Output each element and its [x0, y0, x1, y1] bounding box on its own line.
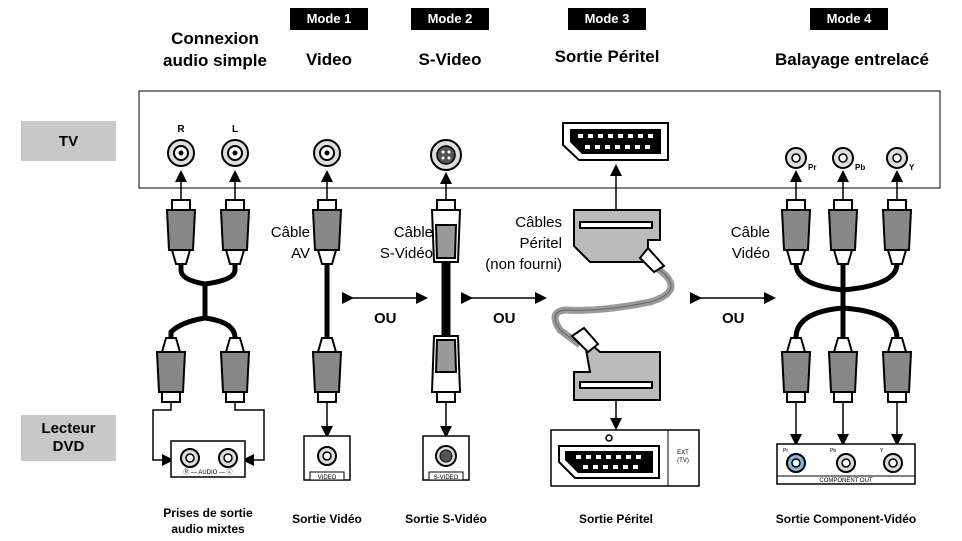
svideo-cable-label-2: S-Vidéo	[379, 245, 433, 262]
svideo-cable-label: Câble S-Vidéo	[358, 222, 433, 264]
mode-3-title: Sortie Péritel	[554, 47, 660, 66]
dvd-video-panel	[303, 435, 351, 481]
mode-4-title: Balayage entrelacé	[774, 50, 930, 69]
dvd-ext-tv-label: (TV)	[677, 458, 689, 464]
bottom-svideo-label: Sortie S-Vidéo	[405, 512, 487, 526]
or-label-3: OU	[722, 310, 745, 327]
tv-jack-svideo	[430, 139, 462, 171]
dvd-pb-label: Pb	[830, 448, 836, 454]
peritel-cable-label-3: (non fourni)	[485, 256, 562, 273]
audio-title-line2: audio simple	[163, 51, 267, 70]
mode-2-title: S-Video	[418, 50, 482, 69]
dvd-component-panel	[776, 443, 916, 485]
tv-jack-l	[221, 139, 249, 167]
plug-audio-l-top	[219, 199, 251, 265]
bottom-peritel-label: Sortie Péritel	[578, 512, 654, 526]
tv-jack-pb	[832, 147, 854, 169]
tv-jack-l-label: L	[232, 124, 238, 135]
audio-title-line1: Connexion	[171, 29, 259, 48]
video-cable-label: Câble Vidéo	[710, 222, 770, 264]
tv-jack-pr-label: Pr	[808, 163, 816, 172]
plug-pb-top	[827, 199, 859, 265]
bottom-audio-label: Prises de sortie audio mixtes	[138, 505, 278, 537]
mode-1-tag: Mode 1	[290, 8, 368, 30]
bottom-component-label: Sortie Component-Vidéo	[775, 512, 917, 526]
bottom-audio-label-2: audio mixtes	[171, 522, 245, 536]
plug-audio-r-top	[165, 199, 197, 265]
or-label-1: OU	[374, 310, 397, 327]
tv-jack-pb-label: Pb	[855, 163, 865, 172]
lower-plugs	[155, 337, 913, 403]
peritel-cable-label-2: Péritel	[519, 235, 562, 252]
plug-svideo-top	[430, 199, 462, 263]
tv-jack-y	[886, 147, 908, 169]
dvd-scart-panel	[550, 429, 700, 487]
audio-bracket-arrows	[152, 402, 265, 466]
peritel-cable-label-1: Câbles	[515, 214, 562, 231]
plug-y-top	[881, 199, 913, 265]
tv-jack-pr	[785, 147, 807, 169]
dvd-audio-label: Ⓡ — AUDIO — Ⓛ	[183, 468, 232, 476]
tv-jack-y-label: Y	[909, 163, 915, 172]
dvd-component-label: COMPONENT OUT	[819, 478, 873, 484]
scart-plug-top	[573, 209, 666, 274]
down-arrows	[321, 400, 903, 446]
tv-scart-socket	[562, 122, 669, 161]
dvd-label-line2: DVD	[52, 438, 85, 455]
dvd-audio-panel	[170, 440, 246, 478]
plug-video-bottom	[311, 337, 343, 403]
dvd-pr-label: Pr	[783, 448, 788, 454]
plug-audio-l-bottom	[219, 337, 251, 403]
scart-cable	[551, 263, 675, 348]
dvd-video-label: VIDEO	[318, 475, 337, 481]
up-arrows	[175, 164, 903, 210]
plug-video-top	[311, 199, 343, 265]
bottom-audio-label-1: Prises de sortie	[163, 506, 253, 520]
av-cable-label-1: Câble	[270, 224, 310, 241]
av-cable-label: Câble AV	[250, 222, 310, 264]
tv-label: TV	[58, 132, 79, 150]
dvd-ext-label: EXT	[677, 450, 689, 456]
peritel-cable-label: Câbles Péritel (non fourni)	[480, 212, 562, 275]
video-cable-label-1: Câble	[730, 224, 770, 241]
dvd-label-line1: Lecteur	[41, 420, 96, 437]
bottom-video-label: Sortie Vidéo	[292, 512, 362, 526]
dvd-svideo-panel	[422, 435, 470, 481]
tv-label-box: TV	[21, 121, 116, 161]
dvd-label-box: Lecteur DVD	[21, 415, 116, 461]
tv-jack-video	[313, 139, 341, 167]
component-cable	[793, 263, 900, 339]
svideo-cable-label-1: Câble	[393, 224, 433, 241]
plug-y-bottom	[881, 337, 913, 403]
plug-pr-top	[780, 199, 812, 265]
dvd-y-label: Y	[880, 448, 884, 454]
av-cable-label-2: AV	[291, 245, 310, 262]
mode-2-tag: Mode 2	[411, 8, 489, 30]
plug-pb-bottom	[827, 337, 859, 403]
video-cable-label-2: Vidéo	[731, 245, 770, 262]
audio-cable	[168, 264, 238, 339]
upper-plugs	[165, 199, 913, 265]
plug-svideo-bottom	[430, 335, 462, 403]
tv-jack-r	[167, 139, 195, 167]
plug-pr-bottom	[780, 337, 812, 403]
audio-title: Connexion audio simple	[140, 28, 290, 72]
tv-panel	[138, 90, 941, 189]
mode-3-tag: Mode 3	[568, 8, 646, 30]
or-label-2: OU	[493, 310, 516, 327]
plug-audio-r-bottom	[155, 337, 187, 403]
dvd-svideo-label: S-VIDEO	[434, 475, 459, 481]
mode-4-tag: Mode 4	[810, 8, 888, 30]
scart-plug-bottom	[570, 326, 661, 401]
mode-1-title: Video	[306, 50, 352, 69]
tv-jack-r-label: R	[177, 124, 185, 135]
